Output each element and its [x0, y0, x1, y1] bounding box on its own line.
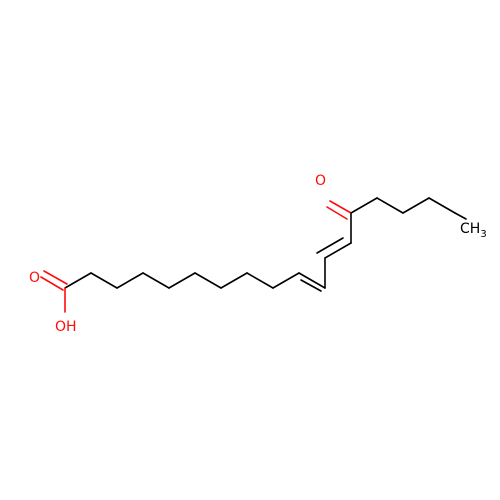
atom-label-methyl: CH3 [460, 221, 487, 240]
bond-c2-c3 [90, 272, 118, 289]
bond-c1-c2 [64, 272, 92, 289]
backbone-bonds [40, 197, 467, 313]
bond-c6-c7 [194, 272, 222, 289]
bond-c14-o-double-a [329, 200, 352, 214]
bond-c10-c11-double [300, 279, 322, 292]
bond-c7-c8 [220, 272, 248, 289]
bond-c1-o-double-b [40, 276, 64, 291]
bond-c15-c16 [376, 197, 404, 214]
bond-c17-c18 [428, 197, 456, 214]
bond-c1-o-double-a [43, 270, 68, 285]
atom-label-hydroxyl: OH [55, 319, 77, 335]
atom-labels: O OH O CH3 [29, 173, 487, 335]
bond-c4-c5 [142, 272, 170, 289]
bond-c16-c17 [402, 197, 430, 214]
bond-c14-c15 [350, 197, 378, 214]
bond-c8-c9 [246, 272, 274, 289]
atom-label-ketone-oxygen: O [315, 173, 326, 189]
methyl-subscript: 3 [480, 229, 486, 240]
bond-c18-c19 [454, 212, 467, 220]
atom-label-acid-oxygen: O [29, 270, 40, 286]
bond-c3-c4 [116, 272, 144, 289]
methyl-main-text: CH [460, 221, 480, 237]
bond-c14-o-double-b [326, 206, 348, 220]
bond-c12-c13 [324, 242, 352, 259]
bond-c5-c6 [168, 272, 196, 289]
bond-c10-c11 [298, 272, 326, 289]
bond-c9-c10 [272, 272, 300, 289]
bond-c12-c13-double [316, 237, 344, 254]
